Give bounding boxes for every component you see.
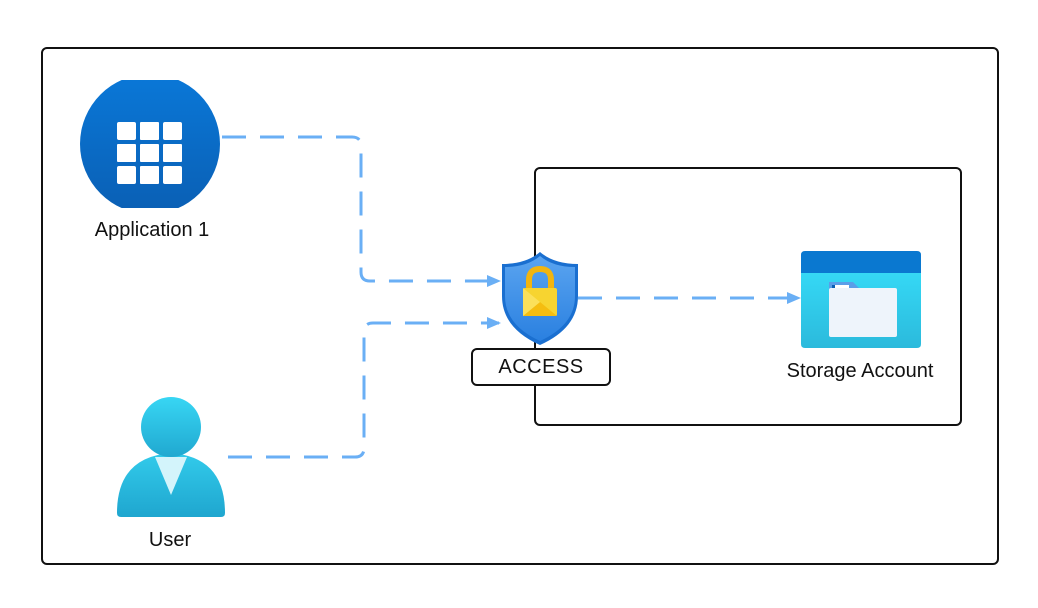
application-label: Application 1 xyxy=(94,219,210,241)
storage-folder-icon xyxy=(801,251,921,348)
user-icon xyxy=(117,397,225,517)
storage-label: Storage Account xyxy=(786,360,934,382)
storage-node[interactable] xyxy=(801,251,921,348)
user-label: User xyxy=(148,529,192,551)
user-node[interactable] xyxy=(115,395,227,517)
access-node[interactable] xyxy=(500,250,580,346)
access-label: ACCESS xyxy=(498,355,584,378)
shield-lock-icon xyxy=(502,252,578,345)
application-node[interactable] xyxy=(80,74,222,214)
outer-boundary xyxy=(41,47,999,565)
access-label-box[interactable]: ACCESS xyxy=(471,348,611,386)
app-grid-icon xyxy=(80,74,220,214)
